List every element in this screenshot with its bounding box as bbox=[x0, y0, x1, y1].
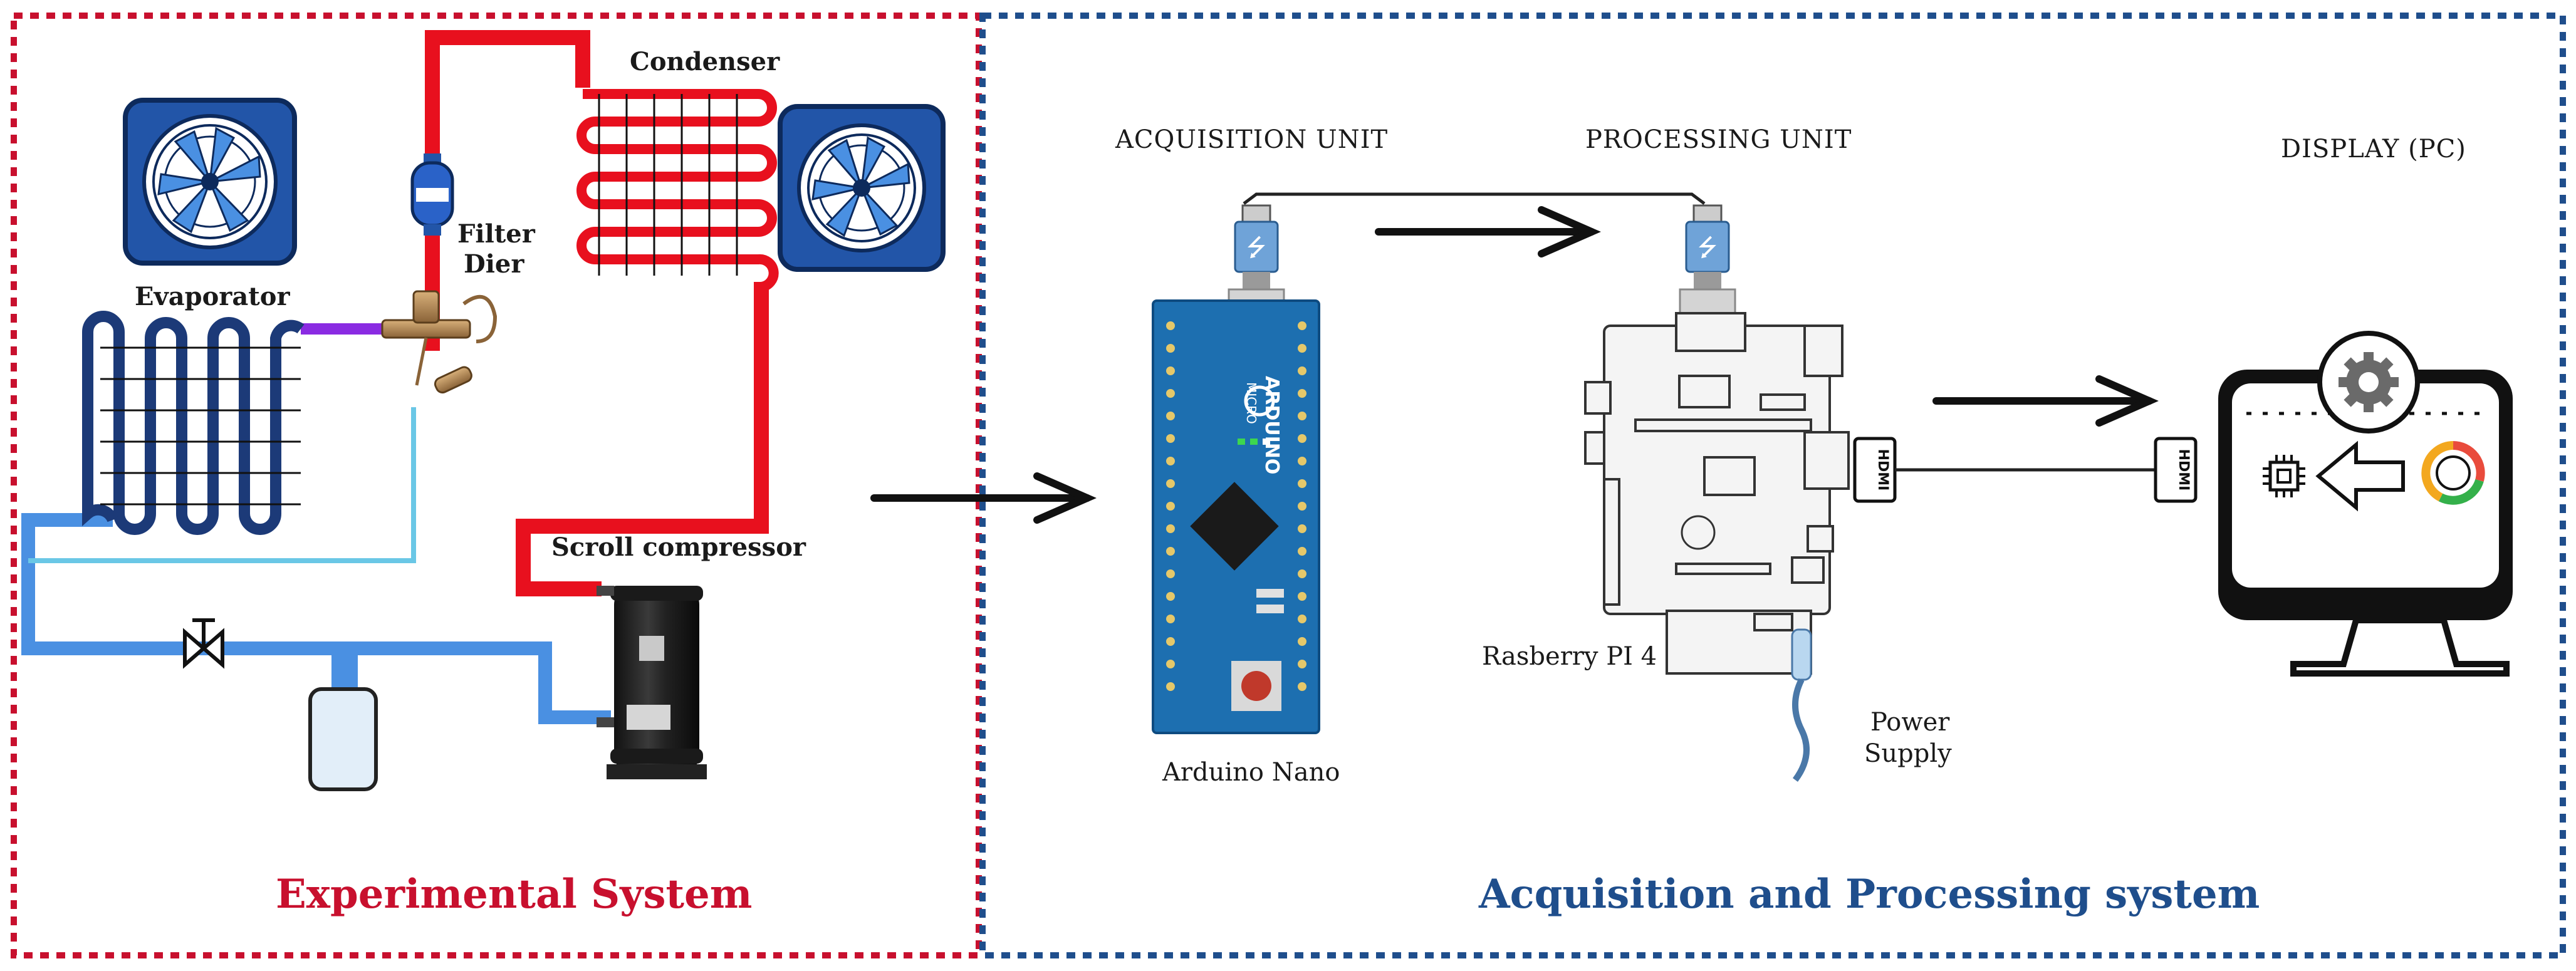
raspberry-hdmi-port-icon: HDMI bbox=[1853, 437, 1897, 503]
raspberry-pi-board-icon bbox=[1584, 312, 1850, 675]
data-flow-arrow-1 bbox=[1375, 206, 1601, 257]
experimental-system-border bbox=[11, 13, 982, 958]
processing-unit-label: PROCESSING UNIT bbox=[1585, 125, 1852, 154]
svg-text:⭍: ⭍ bbox=[1246, 234, 1266, 261]
chip-icon bbox=[2263, 455, 2305, 497]
gear-icon bbox=[2339, 352, 2399, 412]
supply-label: Supply bbox=[1864, 739, 1952, 768]
filter-drier-icon bbox=[410, 153, 454, 236]
monitor-hdmi-port-icon: HDMI bbox=[2154, 437, 2198, 503]
expansion-valve-icon bbox=[381, 290, 498, 394]
power-supply-cable-icon bbox=[1791, 628, 1812, 782]
gauge-icon bbox=[2421, 441, 2485, 505]
data-flow-arrow-2 bbox=[1932, 375, 2159, 427]
acquisition-system-title: Acquisition and Processing system bbox=[1479, 871, 2260, 918]
evaporator-coil bbox=[82, 311, 305, 535]
cold-refrigerant-line bbox=[21, 513, 611, 724]
raspberry-usb-connector-icon: ⭍ bbox=[1679, 204, 1736, 316]
scroll-compressor-icon bbox=[597, 586, 707, 779]
acquisition-system-border bbox=[979, 13, 2566, 958]
power-label: Power bbox=[1870, 708, 1950, 737]
raspberry-pi-label: Rasberry PI 4 bbox=[1482, 642, 1657, 671]
hdmi-text-left: HDMI bbox=[1875, 449, 1890, 491]
left-arrow-icon bbox=[2315, 440, 2405, 512]
shutoff-valve-icon bbox=[183, 618, 224, 669]
evaporator-label: Evaporator bbox=[135, 282, 290, 311]
acquisition-unit-label: ACQUISITION UNIT bbox=[1115, 125, 1389, 154]
arduino-brand-text: ARDUINO bbox=[1261, 376, 1283, 474]
scroll-compressor-label: Scroll compressor bbox=[551, 532, 806, 562]
evaporator-fan-icon bbox=[123, 98, 297, 266]
arduino-nano-label: Arduino Nano bbox=[1162, 758, 1340, 787]
condenser-label: Condenser bbox=[630, 47, 780, 76]
filter-label: Filter bbox=[457, 219, 535, 249]
flow-arrow-to-acquisition bbox=[870, 472, 1097, 524]
experimental-system-title: Experimental System bbox=[276, 871, 753, 918]
display-pc-label: DISPLAY (PC) bbox=[2281, 135, 2466, 164]
usb-cable bbox=[1243, 192, 1706, 205]
condenser-fan-icon bbox=[778, 104, 946, 272]
hdmi-text-right: HDMI bbox=[2176, 449, 2191, 491]
dier-label: Dier bbox=[464, 249, 524, 279]
display-pc-monitor-icon bbox=[2218, 331, 2513, 677]
svg-text:⭍: ⭍ bbox=[1697, 234, 1718, 261]
sensing-line bbox=[28, 407, 416, 563]
arduino-board-icon: ARDUINO MICRO bbox=[1152, 299, 1320, 734]
liquid-receiver-icon bbox=[308, 687, 378, 791]
condenser-coil bbox=[576, 89, 779, 292]
